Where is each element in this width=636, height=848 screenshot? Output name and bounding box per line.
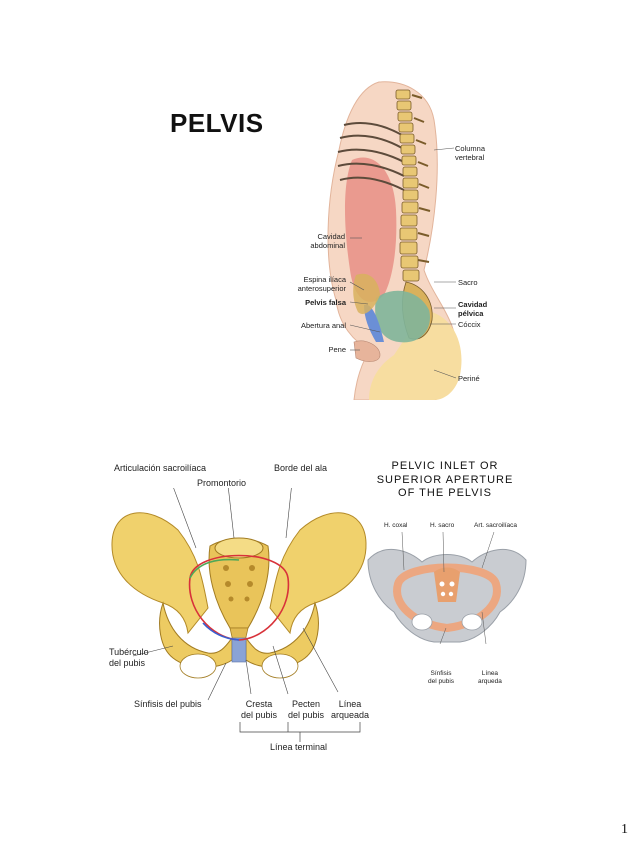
label-perine: Periné: [458, 374, 480, 383]
label-cavidad-abdominal: Cavidad abdominal: [310, 232, 345, 250]
label-h-sacro: H. sacro: [430, 522, 455, 529]
label-pecten-del-pubis: Pecten del pubis: [288, 699, 325, 720]
label-columna-vertebral: Columna vertebral: [455, 144, 486, 162]
label-pelvis-falsa: Pelvis falsa: [305, 298, 346, 307]
sagittal-pelvis-illustration: [284, 80, 496, 400]
label-pene: Pene: [328, 345, 346, 354]
page-title: PELVIS: [170, 108, 264, 138]
linea-terminal-bracket: [239, 722, 361, 742]
anterior-pelvis-illustration: [111, 488, 367, 701]
label-art-sacroiliaca: Art. sacroilíaca: [474, 522, 517, 529]
label-borde-del-ala: Borde del ala: [274, 463, 328, 473]
label-abertura-anal: Abertura anal: [300, 321, 346, 330]
pelvic-inlet-title: PELVIC INLET OR SUPERIOR APERTURE OF THE…: [376, 460, 514, 499]
label-articulacion-sacroiliaca: Articulación sacroilíaca: [114, 463, 207, 473]
label-coccix: Cóccix: [458, 320, 481, 329]
label-linea-arqueada: Línea arqueada: [331, 699, 370, 720]
label-cavidad-pelvica: Cavidad pélvica: [458, 300, 488, 318]
pelvic-inlet-illustration: [367, 532, 527, 644]
page-number: 1: [621, 822, 628, 837]
label-espina-iliaca: Espina ilíaca anterosuperior: [297, 275, 346, 293]
label-h-coxal: H. coxal: [384, 522, 408, 529]
label-cresta-del-pubis: Cresta del pubis: [241, 699, 278, 720]
label-sinfisis-del-pubis: Sínfisis del pubis: [134, 699, 202, 709]
label-promontorio: Promontorio: [197, 478, 247, 488]
label-linea-arqueda-inlet: Línea arqueda: [478, 670, 502, 685]
label-sacro: Sacro: [458, 278, 478, 287]
label-linea-terminal: Línea terminal: [270, 742, 328, 752]
label-tuberculo-del-pubis: Tubérculo del pubis: [109, 647, 149, 668]
label-sinfisis-del-pubis-inlet: Sínfisis del pubis: [428, 670, 455, 685]
